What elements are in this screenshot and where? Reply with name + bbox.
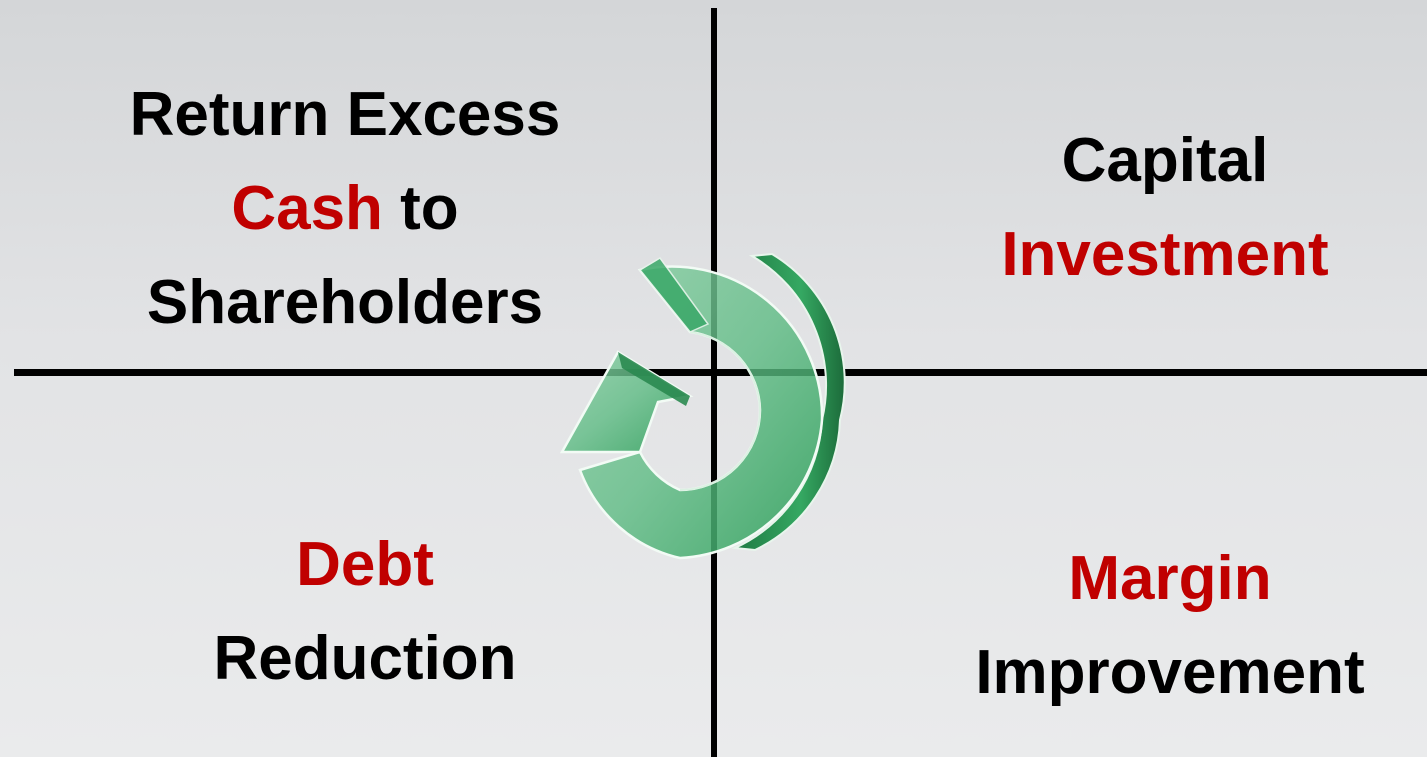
quadrant-line: Return Excess — [129, 80, 561, 149]
quadrant-capital-investment: Capital Investment — [900, 114, 1427, 302]
quadrant-return-excess-cash: Return Excess Cash to Shareholders — [40, 68, 650, 350]
quadrant-line: Capital — [1061, 126, 1269, 195]
horizontal-divider — [14, 369, 1427, 376]
quadrant-word: to — [382, 174, 459, 243]
highlight-word: Debt — [296, 530, 434, 599]
highlight-word: Investment — [1001, 220, 1329, 289]
quadrant-margin-improvement: Margin Improvement — [890, 532, 1427, 720]
quadrant-line: Cash to — [40, 162, 650, 256]
highlight-word: Margin — [1068, 544, 1272, 613]
quadrant-line: Shareholders — [146, 268, 544, 337]
quadrant-debt-reduction: Debt Reduction — [90, 518, 640, 706]
quadrant-line: Reduction — [213, 624, 517, 693]
circular-arrow-icon — [559, 252, 846, 560]
vertical-divider — [711, 8, 717, 757]
quadrant-line: Improvement — [975, 638, 1365, 707]
highlight-word: Cash — [231, 174, 383, 243]
